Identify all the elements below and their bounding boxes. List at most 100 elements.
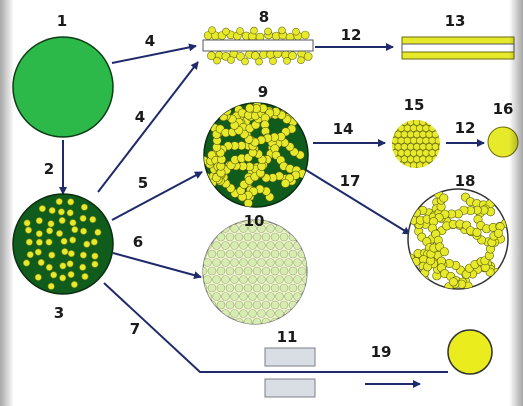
cluster-sphere xyxy=(395,131,402,138)
yellow-dot xyxy=(35,274,41,280)
network-sphere xyxy=(440,248,448,256)
packed-dot xyxy=(244,233,252,241)
network-sphere xyxy=(281,179,289,187)
yellow-dot xyxy=(59,217,65,223)
label-12-top: 12 xyxy=(341,26,362,44)
packed-dot xyxy=(231,293,239,301)
packed-dot xyxy=(240,276,248,284)
label-4-mid: 4 xyxy=(135,108,145,126)
packed-dot xyxy=(213,293,221,301)
packed-dot xyxy=(217,267,225,275)
packed-dot xyxy=(280,318,288,326)
packed-dot xyxy=(199,301,207,309)
packed-dot xyxy=(235,216,243,224)
label-3: 3 xyxy=(54,304,64,322)
packed-dot xyxy=(244,267,252,275)
network-sphere xyxy=(440,194,448,202)
packed-dot xyxy=(303,310,311,318)
label-6: 6 xyxy=(133,233,143,251)
yellow-dot xyxy=(60,275,66,281)
label-17: 17 xyxy=(340,172,361,190)
cluster-sphere xyxy=(438,119,445,126)
packed-dot xyxy=(267,276,275,284)
packed-dot xyxy=(289,318,297,326)
packed-dot xyxy=(249,310,257,318)
cluster-sphere xyxy=(435,137,442,144)
packed-dot xyxy=(208,284,216,292)
yellow-dot xyxy=(25,227,31,233)
packed-dot xyxy=(213,242,221,250)
packed-dot xyxy=(240,242,248,250)
yellow-dot xyxy=(48,221,54,227)
packed-dot xyxy=(267,310,275,318)
label-14: 14 xyxy=(333,120,354,138)
packed-dot xyxy=(280,267,288,275)
yellow-dot xyxy=(70,220,76,226)
packed-dot xyxy=(289,216,297,224)
packed-dot xyxy=(289,284,297,292)
packed-dot xyxy=(226,216,234,224)
packed-dot xyxy=(280,301,288,309)
packed-dot xyxy=(303,293,311,301)
cluster-sphere xyxy=(426,143,433,150)
cluster-sphere xyxy=(401,156,408,163)
node-1-green-circle xyxy=(13,37,113,137)
yellow-dot xyxy=(92,261,98,267)
yellow-dot xyxy=(36,218,42,224)
yellow-dot xyxy=(81,204,87,210)
cluster-sphere xyxy=(401,143,408,150)
cluster-sphere xyxy=(407,119,414,126)
packed-dot xyxy=(231,259,239,267)
packed-dot xyxy=(231,225,239,233)
yellow-dot xyxy=(24,220,30,226)
packed-dot xyxy=(208,267,216,275)
film-sphere xyxy=(228,57,235,64)
cluster-sphere xyxy=(438,143,445,150)
cluster-sphere xyxy=(404,150,411,157)
packed-dot xyxy=(294,293,302,301)
yellow-dot xyxy=(46,239,52,245)
packed-dot xyxy=(258,293,266,301)
packed-dot xyxy=(294,259,302,267)
yellow-dot xyxy=(49,207,55,213)
label-5: 5 xyxy=(138,174,148,192)
film-sphere xyxy=(214,57,221,64)
cluster-sphere xyxy=(401,131,408,138)
node-19-yellow-sphere xyxy=(448,330,492,374)
cluster-sphere xyxy=(410,150,417,157)
packed-dot xyxy=(222,259,230,267)
packed-dot xyxy=(298,267,306,275)
label-19: 19 xyxy=(371,343,392,361)
cluster-sphere xyxy=(395,156,402,163)
packed-dot xyxy=(217,318,225,326)
packed-dot xyxy=(204,259,212,267)
yellow-dot xyxy=(27,251,33,257)
label-10: 10 xyxy=(244,212,265,230)
cluster-sphere xyxy=(435,162,442,169)
packed-dot xyxy=(271,267,279,275)
packed-dot xyxy=(289,267,297,275)
cluster-sphere xyxy=(413,143,420,150)
packed-dot xyxy=(204,242,212,250)
film-sphere xyxy=(237,28,244,35)
label-15: 15 xyxy=(404,96,425,114)
film-sphere xyxy=(256,58,263,65)
cluster-sphere xyxy=(413,131,420,138)
label-18: 18 xyxy=(455,172,476,190)
film-sphere xyxy=(279,27,286,34)
yellow-dot xyxy=(68,199,74,205)
cluster-sphere xyxy=(429,162,436,169)
cluster-sphere xyxy=(410,137,417,144)
cluster-sphere xyxy=(432,131,439,138)
cluster-sphere xyxy=(435,150,442,157)
yellow-dot xyxy=(84,241,90,247)
node-18-network-circle xyxy=(406,189,510,291)
cluster-sphere xyxy=(420,131,427,138)
yellow-dot xyxy=(48,283,54,289)
cluster-sphere xyxy=(392,125,399,132)
left-edge-shadow xyxy=(0,0,14,406)
cluster-sphere xyxy=(410,162,417,169)
cluster-sphere xyxy=(426,131,433,138)
